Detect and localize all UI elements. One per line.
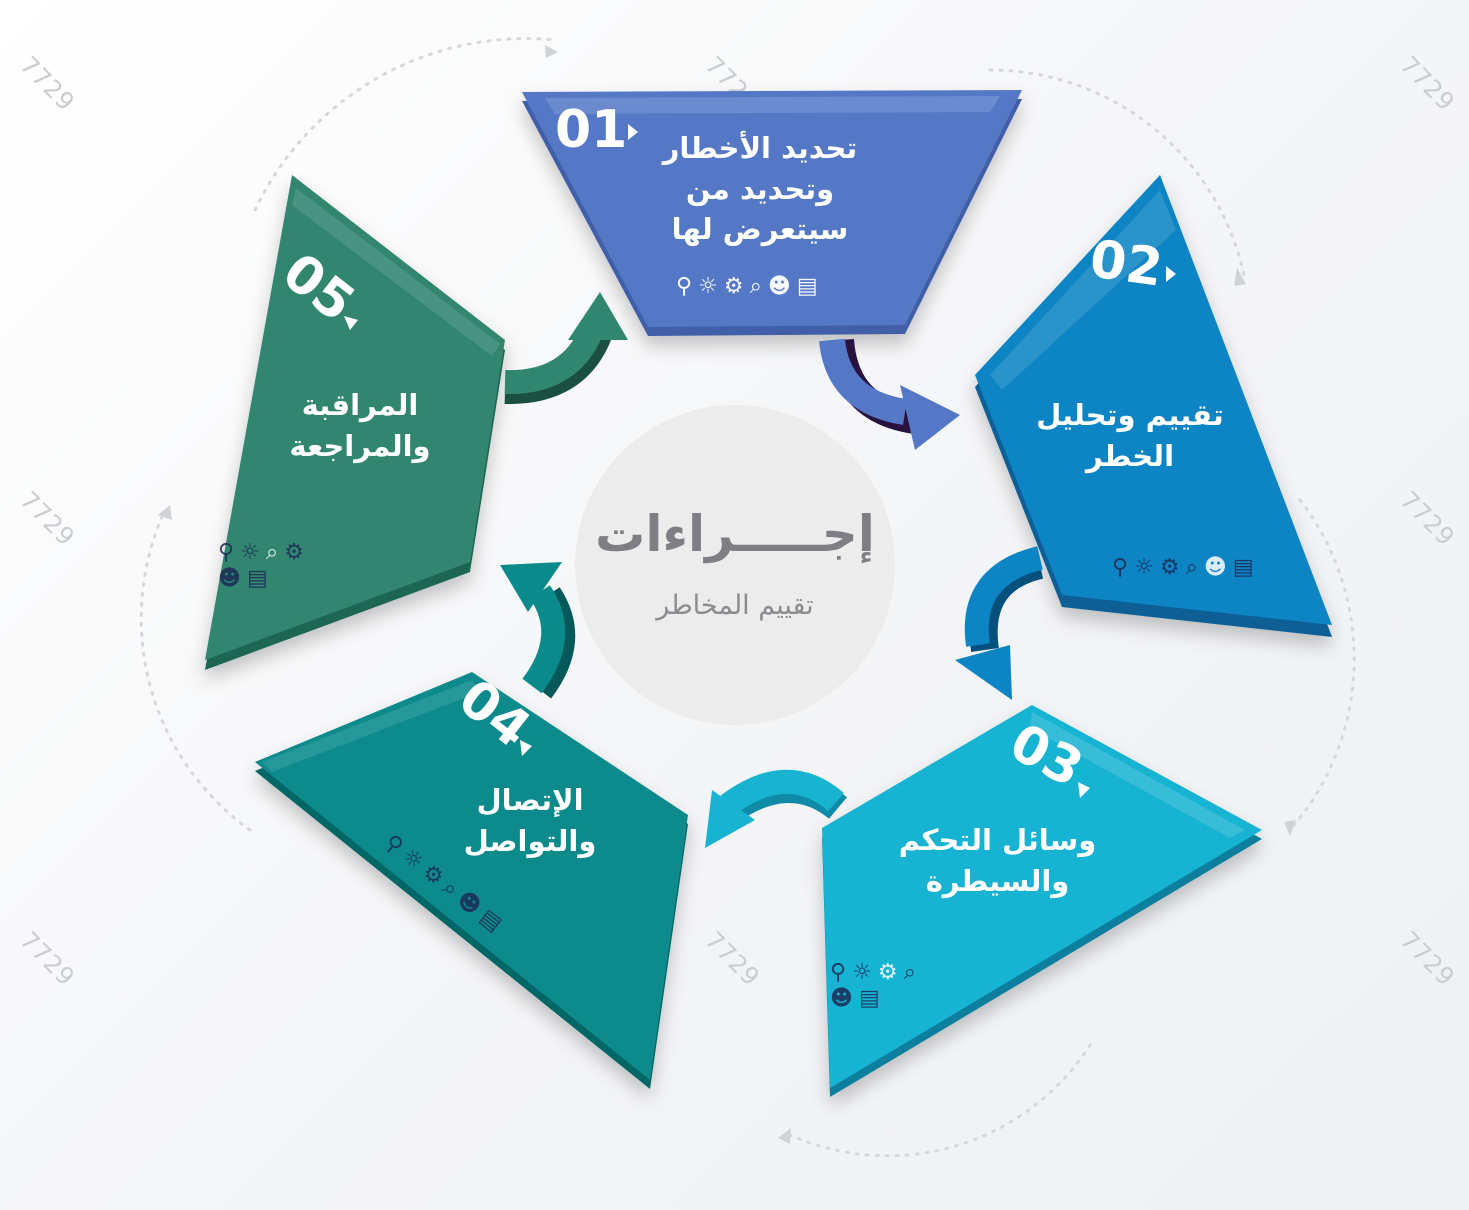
step-01-label: تحديد الأخطار وتحديد من سيتعرض لها <box>662 131 858 247</box>
step-01-marker <box>628 124 638 140</box>
search-icon: ⌕ <box>1185 555 1204 580</box>
gears-icon: ⚙ <box>877 960 904 985</box>
step-02-marker <box>1166 266 1176 282</box>
arrow-04-to-05 <box>500 562 576 699</box>
arrow-03-to-04 <box>705 769 847 848</box>
step-01-shape <box>522 90 1022 336</box>
people-icon: ☻ <box>218 566 247 592</box>
map-pin-icon: ⚲ <box>830 960 853 985</box>
arrow-05-to-01 <box>504 292 628 405</box>
step-04-label: الإتصال والتواصل <box>463 783 597 858</box>
gears-icon: ⚙ <box>723 274 750 299</box>
search-icon: ⌕ <box>903 960 922 985</box>
step-05-icons: ⚲☼⌕⚙ ☻▤ <box>218 540 308 593</box>
step-01-icons: ⚲☼⚙⌕☻▤ <box>676 274 824 299</box>
people-icon: ☻ <box>1203 555 1233 580</box>
step-04-shape <box>255 672 688 1089</box>
center-subtitle: تقييم المخاطر <box>656 590 814 621</box>
gears-icon: ⚙ <box>1159 555 1186 580</box>
step-02-label: تقييم وتحليل الخطر <box>1036 398 1224 473</box>
center-circle <box>575 405 895 725</box>
people-icon: ☻ <box>767 274 797 299</box>
lightbulb-icon: ☼ <box>1134 555 1160 580</box>
step-02-icons: ⚲☼⚙⌕☻▤ <box>1112 555 1260 580</box>
center-title: إجـــــراءات <box>595 505 875 563</box>
arrow-02-to-03 <box>955 546 1044 700</box>
lightbulb-icon: ☼ <box>698 274 724 299</box>
step-02-shape <box>975 175 1332 637</box>
step-05-label: المراقبة والمراجعة <box>289 388 431 463</box>
search-icon: ⌕ <box>749 274 768 299</box>
gears-icon: ⚙ <box>284 540 310 565</box>
document-icon: ▤ <box>1232 555 1260 580</box>
map-pin-icon: ⚲ <box>1112 555 1135 580</box>
step-01-number: 01 <box>555 100 628 160</box>
step-03-label: وسائل التحكم والسيطرة <box>898 823 1097 898</box>
document-icon: ▤ <box>858 986 886 1012</box>
step-04-marker <box>520 740 532 756</box>
step-03-shape <box>822 705 1262 1097</box>
step-03-marker <box>1078 782 1090 798</box>
search-icon: ⌕ <box>265 540 285 565</box>
step-05-marker <box>344 316 358 330</box>
document-icon: ▤ <box>796 274 824 299</box>
document-icon: ▤ <box>246 566 274 592</box>
lightbulb-icon: ☼ <box>240 540 266 565</box>
step-05-shape <box>205 175 505 670</box>
lightbulb-icon: ☼ <box>852 960 878 985</box>
arrow-01-to-02 <box>819 338 960 450</box>
step-02-number: 02 <box>1086 229 1167 299</box>
map-pin-icon: ⚲ <box>218 540 241 565</box>
step-03-icons: ⚲☼⚙⌕ ☻▤ <box>830 960 920 1013</box>
map-pin-icon: ⚲ <box>676 274 699 299</box>
people-icon: ☻ <box>830 986 859 1012</box>
